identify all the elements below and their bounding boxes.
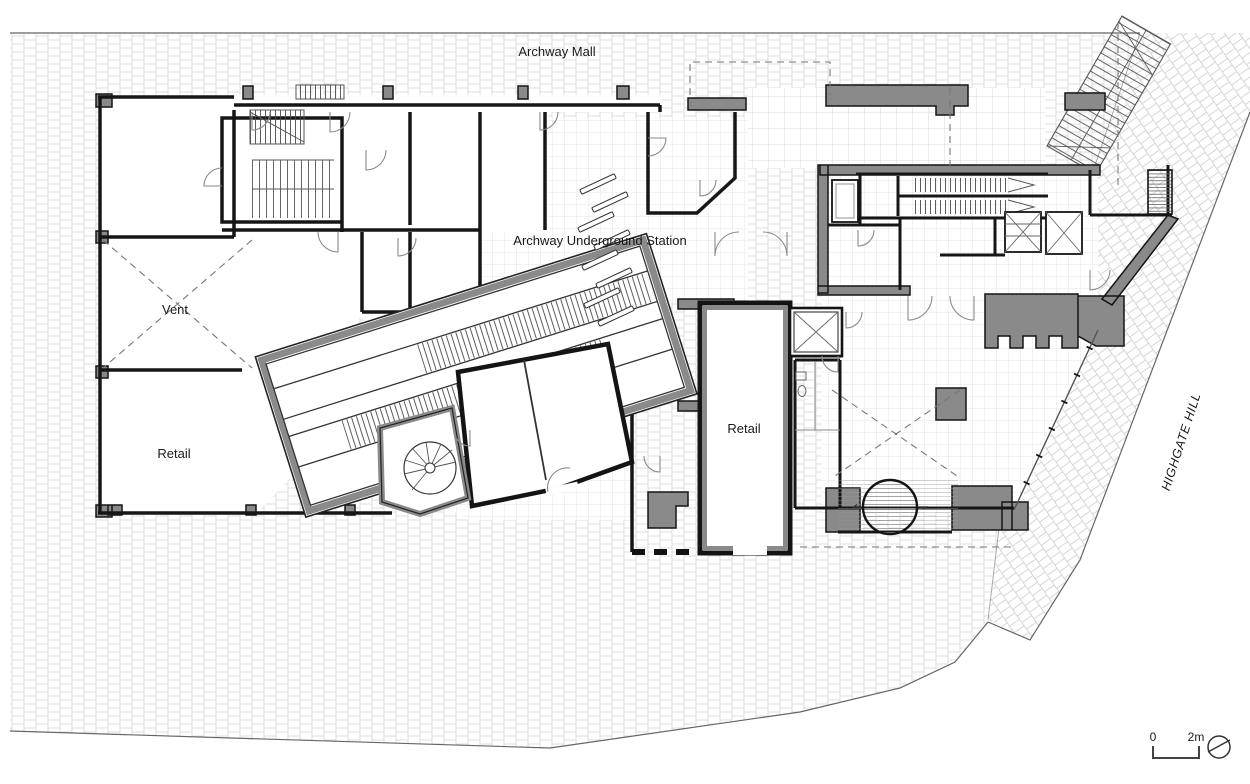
lift-and-stair-cores bbox=[831, 179, 1083, 255]
tilted-room-door-gap bbox=[545, 481, 579, 496]
dashed-lines bbox=[102, 22, 1119, 548]
escalator-treads-right-2 bbox=[912, 200, 1008, 214]
vestibule-outline bbox=[379, 407, 469, 515]
tactile-slashes bbox=[577, 173, 635, 327]
tilted-room bbox=[455, 341, 635, 509]
scale-bar: 0 2m bbox=[1150, 730, 1205, 759]
door-swing-arcs bbox=[203, 111, 1111, 493]
stairwell-landing-lines bbox=[252, 159, 334, 190]
entrance-canopy-hatch bbox=[295, 84, 345, 100]
escalator-balustrades bbox=[273, 270, 673, 468]
planter-circle bbox=[861, 478, 919, 536]
label-retail-center: Retail bbox=[727, 421, 760, 436]
north-symbol bbox=[1207, 735, 1231, 759]
scale-zero: 0 bbox=[1150, 730, 1157, 744]
screen-mullion-ticks bbox=[1023, 345, 1093, 486]
scale-bracket bbox=[1152, 746, 1200, 759]
label-retail-left: Retail bbox=[157, 446, 190, 461]
right-building-floor bbox=[822, 168, 1098, 512]
external-stair bbox=[1046, 15, 1172, 175]
left-building-floor bbox=[98, 95, 662, 515]
plaza-floor bbox=[748, 88, 1045, 168]
spiral-stair bbox=[403, 441, 457, 495]
glazed-screen-line bbox=[1013, 329, 1099, 511]
external-stair-rails bbox=[1046, 20, 1153, 161]
label-station: Archway Underground Station bbox=[513, 233, 686, 248]
toilet-block bbox=[788, 306, 844, 397]
direction-arrows bbox=[852, 503, 928, 511]
label-archway-mall: Archway Mall bbox=[518, 44, 595, 59]
escalator-treads-right-1 bbox=[912, 178, 1008, 192]
tilted-room-partition bbox=[523, 359, 547, 481]
ladder-hatch-strip bbox=[1147, 169, 1173, 215]
stair-break-line bbox=[249, 111, 305, 143]
north-needle bbox=[1207, 739, 1231, 753]
label-vent: Vent bbox=[162, 302, 188, 317]
north-circle bbox=[1207, 735, 1231, 759]
thin-partitions bbox=[795, 362, 840, 431]
site-boundary-lines bbox=[9, 32, 1250, 749]
scale-2m: 2m bbox=[1188, 730, 1205, 744]
